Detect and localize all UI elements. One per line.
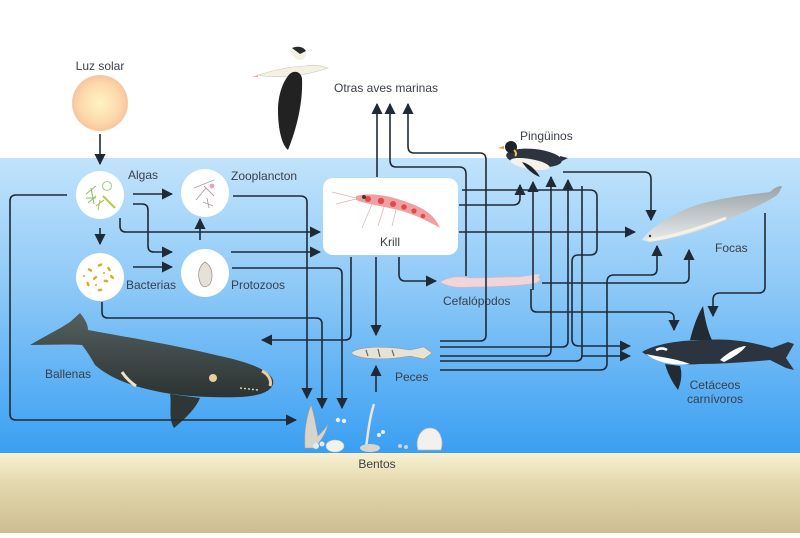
arrow-krill-to-cephalopods	[398, 257, 438, 287]
algae-icon	[85, 180, 116, 211]
arrow-protozoa-to-benthos	[232, 267, 348, 410]
arrow-algae-to-benthos	[9, 194, 298, 426]
sun-label: Luz solar	[76, 59, 125, 73]
algae-label: Algas	[128, 168, 158, 182]
penguins-label: Pingüinos	[520, 129, 573, 143]
arrow-krill-to-penguins	[459, 183, 526, 206]
seals-label: Focas	[715, 241, 748, 255]
sun-icon	[72, 75, 128, 131]
arrow-algae-to-protozoa	[133, 203, 174, 258]
node-krill: Krill	[323, 178, 458, 255]
cephalopods-label: Cefalópodos	[443, 294, 510, 308]
node-zooplankton: Zooplancton	[181, 169, 297, 217]
arrow-cephalopods-to-orcas	[530, 289, 680, 332]
benthos-icon	[304, 403, 443, 453]
squid-icon	[439, 274, 541, 288]
arrow-fish-to-seals	[440, 244, 663, 371]
arrow-seals-to-orcas	[707, 213, 766, 318]
orcas-label-line1: Cetáceos	[690, 378, 741, 392]
orcas-label-line2: carnívoros	[687, 392, 743, 406]
protozoa-label: Protozoos	[231, 278, 285, 292]
arrow-fish-to-orcas	[440, 178, 574, 348]
node-sun: Luz solar	[72, 59, 128, 131]
sky-background	[0, 0, 800, 158]
arrow-bacteria-to-benthos	[101, 302, 328, 410]
arrow-fish-to-orcas-2	[440, 186, 630, 361]
arrow-krill-to-whale	[260, 257, 352, 346]
arrows-layer	[9, 102, 766, 426]
arrow-krill-to-orcas	[462, 189, 632, 352]
arrow-fish-to-seabirds	[402, 102, 487, 342]
zooplankton-icon	[193, 179, 215, 209]
krill-label: Krill	[380, 235, 400, 249]
node-protozoa: Protozoos	[181, 249, 285, 297]
fish-label: Peces	[395, 370, 428, 384]
albatross-icon	[252, 46, 329, 150]
fish-icon	[351, 346, 433, 360]
seabed-background	[0, 453, 800, 533]
arrow-cephalopods-to-seals	[542, 248, 695, 284]
protozoa-icon	[198, 261, 213, 288]
krill-icon	[331, 191, 440, 229]
bacteria-label: Bacterias	[126, 278, 176, 292]
orca-icon	[642, 306, 794, 390]
node-algae: Algas	[76, 168, 158, 219]
whales-label: Ballenas	[45, 367, 91, 381]
seabirds-label: Otras aves marinas	[334, 81, 438, 95]
seal-icon	[642, 186, 782, 242]
arrow-penguins-to-seals	[563, 171, 657, 222]
penguin-icon	[498, 141, 568, 177]
zooplankton-label: Zooplancton	[231, 169, 297, 183]
benthos-label: Bentos	[358, 457, 395, 471]
arrow-cephalopods-to-seabirds	[384, 102, 467, 276]
bacteria-icon	[83, 263, 114, 292]
arrow-zooplankton-to-benthos	[233, 195, 313, 400]
arrow-fish-to-penguins	[440, 175, 557, 357]
node-bacteria: Bacterias	[76, 253, 176, 301]
arrow-algae-to-krill	[119, 218, 322, 238]
